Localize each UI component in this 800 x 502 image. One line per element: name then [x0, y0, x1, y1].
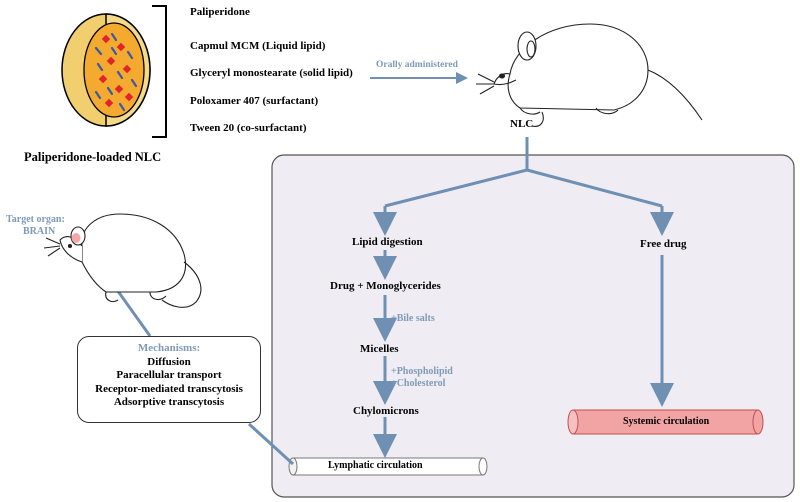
step-lipid-digestion: Lipid digestion: [352, 236, 423, 248]
ingredient-glyceryl: Glyceryl monostearate (solid lipid): [190, 67, 353, 79]
process-panel: [271, 154, 795, 498]
nanoparticle-icon: [61, 13, 151, 127]
oral-route-label: Orally administered: [376, 60, 458, 70]
lymphatic-tube: [288, 457, 488, 476]
mouse-top-illustration: [476, 23, 703, 127]
mechanism-receptor-mediated: Receptor-mediated transcytosis: [95, 382, 243, 395]
additive-cholesterol: +Cholesterol: [391, 378, 446, 389]
target-brain-label: BRAIN: [23, 226, 56, 237]
ingredients-bracket: [152, 5, 167, 138]
mechanism-paracellular: Paracellular transport: [116, 369, 222, 381]
lymphatic-circulation-label: Lymphatic circulation: [328, 460, 423, 471]
step-chylomicrons: Chylomicrons: [353, 405, 419, 417]
free-drug-label: Free drug: [640, 238, 687, 250]
mechanisms-box: Mechanisms: Diffusion Paracellular trans…: [77, 336, 261, 423]
lymphatic-to-mechanisms-line: [247, 422, 295, 466]
mechanism-adsorptive: Adsorptive transcytosis: [113, 396, 225, 408]
systemic-circulation-label: Systemic circulation: [623, 416, 710, 427]
mechanisms-heading: Mechanisms:: [137, 342, 201, 354]
additive-bile-salts: +Bile salts: [391, 313, 435, 324]
additive-phospholipid: +Phospholipid: [391, 366, 453, 377]
ingredient-capmul: Capmul MCM (Liquid lipid): [190, 40, 326, 52]
split-left-line: [384, 168, 528, 208]
systemic-tube: [567, 409, 764, 435]
nlc-title: Paliperidone-loaded NLC: [24, 150, 162, 164]
mechanism-diffusion: Diffusion: [147, 355, 191, 368]
nlc-label: NLC: [510, 118, 534, 130]
target-organ-label: Target organ:: [6, 214, 65, 225]
ingredient-paliperidone: Paliperidone: [190, 6, 250, 18]
step-drug-monoglycerides: Drug + Monoglycerides: [330, 280, 441, 292]
step-micelles: Micelles: [360, 343, 399, 355]
mouse-left-illustration: [43, 213, 202, 308]
ingredient-tween: Tween 20 (co-surfactant): [190, 122, 307, 134]
ingredient-poloxamer: Poloxamer 407 (surfactant): [190, 95, 319, 107]
split-right-line: [526, 168, 663, 208]
